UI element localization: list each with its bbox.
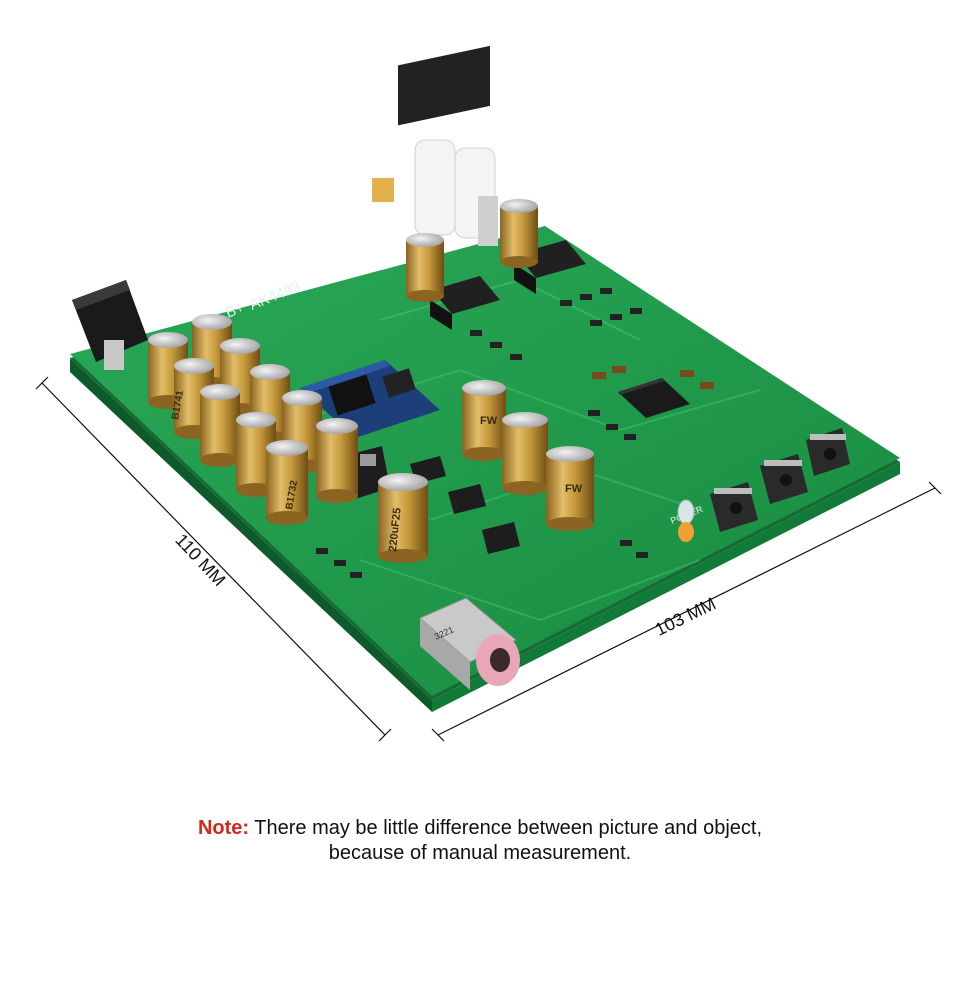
capacitor-fw-mark: FW [480,415,498,427]
capacitor-code-b: B1732 [284,479,300,510]
product-photo: B+ AK4493 POWER [35,45,942,742]
measurement-note: Note: There may be little difference bet… [0,816,960,866]
dimension-height-label: 110 MM [171,530,229,590]
dimension-height [35,376,392,742]
capacitor-voltage-mark: 220uF25 [387,507,404,552]
dimension-width-label: 103 MM [652,593,719,639]
smd-components [316,288,714,578]
note-line-2: because of manual measurement. [328,842,632,864]
leds [677,499,695,542]
silkscreen-prefix: B+ [223,299,247,322]
note-label: Note: [197,817,250,839]
dimension-width [431,481,942,742]
headphone-jack: 3221 [419,597,520,690]
capacitor-fw-mark-2: FW [565,483,583,495]
note-text-1: There may be little difference between p… [249,817,762,839]
capacitor-bank-left: B1741 B1732 [148,314,358,525]
rca-connectors [372,45,498,246]
capacitor-bank-center: FW FW 220uF25 [378,199,594,563]
note-line-1: Note: There may be little difference bet… [0,816,960,841]
dac-chip [618,378,690,418]
push-buttons [710,428,850,532]
pcb-board [70,226,900,712]
capacitor-code-a: B1741 [170,389,186,420]
dc-power-jack [72,280,148,370]
